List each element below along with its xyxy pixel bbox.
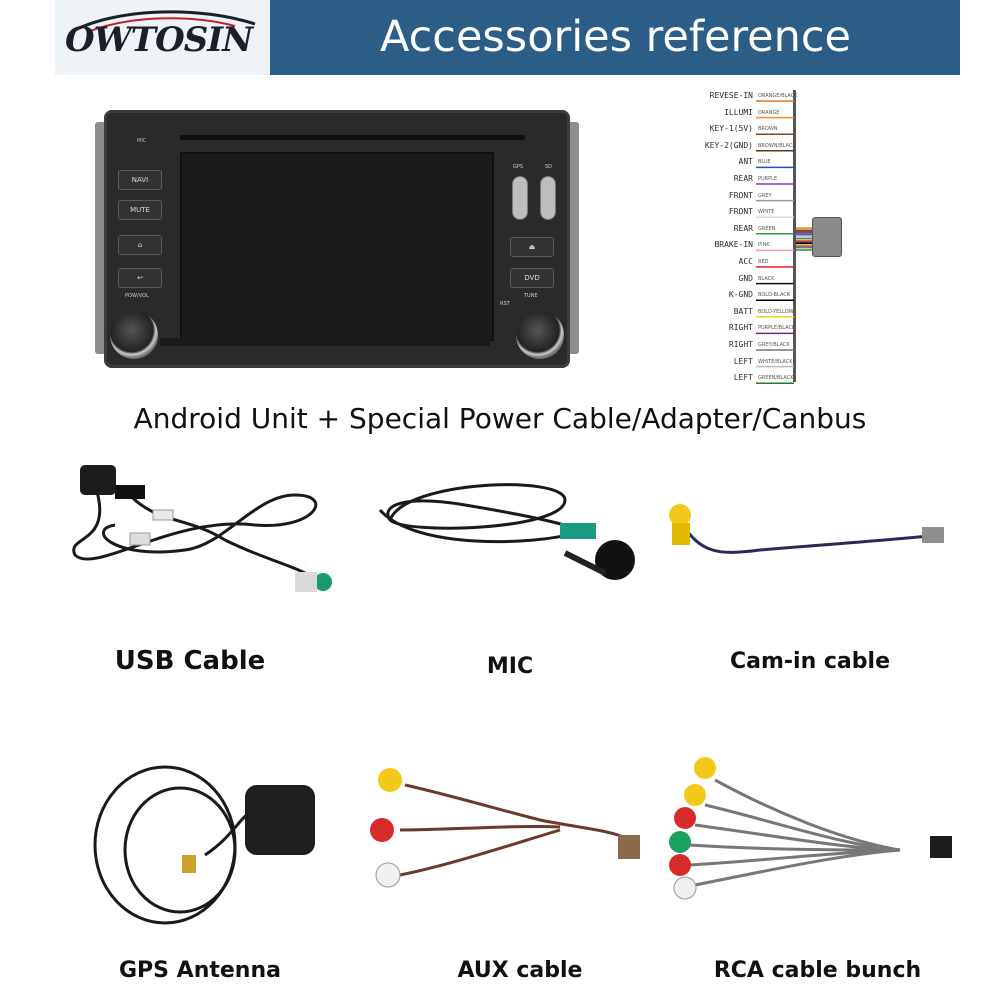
car-swoosh-icon — [74, 10, 256, 32]
wire-color-label: BLUE — [758, 159, 771, 166]
unit-bezel — [160, 338, 490, 346]
wire-color-label: PURPLE/BLACK — [758, 325, 796, 332]
wire-label: LEFT — [733, 373, 753, 383]
sd-port-label: SD — [545, 164, 553, 170]
wire-label: REAR — [733, 174, 753, 183]
tune-knob — [516, 311, 564, 359]
wire-color-label: ORANGE — [758, 109, 780, 116]
volume-knob — [110, 311, 158, 359]
mic-caption: MIC — [486, 654, 534, 679]
wire-color-label: GREY/BLACK — [758, 342, 790, 348]
wire-label: FRONT — [728, 207, 753, 217]
wire-color-label: BROWN — [758, 126, 778, 133]
sd-card-slot — [540, 176, 556, 220]
rca-cable-bunch-caption: RCA cable bunch — [713, 958, 922, 983]
wire-color-label: PINK — [758, 242, 770, 249]
rst-label: RST — [500, 301, 510, 307]
wire-color-label: BROWN/BLACK — [758, 142, 796, 149]
gps-antenna-image — [93, 765, 315, 925]
dvd-button: DVD — [510, 268, 554, 288]
wire-label: ANT — [738, 157, 753, 167]
wire-label: RIGHT — [728, 323, 753, 333]
mute-button: MUTE — [118, 200, 162, 220]
unit-screen — [180, 152, 494, 341]
wire-label: FRONT — [728, 190, 753, 200]
cam-in-caption: Cam-in cable — [729, 649, 890, 674]
brand-logo: OWTOSIN — [65, 20, 253, 60]
wire-color-label: GREEN/BLACK — [758, 375, 794, 382]
rca-cable-bunch-image — [669, 757, 952, 900]
aux-cable-image — [370, 768, 640, 888]
wire-label: BATT — [733, 306, 753, 316]
wire-color-label: BOLD-BLACK — [758, 292, 790, 299]
wire-color-label: ORANGE/BLACK — [758, 93, 798, 99]
wire-color-label: GREEN — [758, 225, 776, 232]
wire-label: RIGHT — [728, 340, 753, 349]
unit-caption: Android Unit + Special Power Cable/Adapt… — [133, 402, 867, 435]
wire-color-label: BLACK — [758, 275, 775, 282]
wire-label: REVESE-IN — [709, 91, 753, 100]
wire-color-label: BOLD-YELLOW — [758, 308, 794, 315]
unit-mic-label: MIC — [137, 138, 147, 144]
mic-image — [378, 483, 635, 580]
wire-color-label: WHITE/BLACK — [758, 358, 793, 365]
wire-label: KEY-1(5V) — [709, 124, 753, 134]
usb-cable-image — [72, 465, 332, 592]
disc-slot — [180, 135, 525, 140]
wire-label: KEY-2(GND) — [704, 140, 753, 150]
gps-antenna-caption: GPS Antenna — [119, 958, 281, 983]
wire-color-label: GREY — [758, 192, 772, 199]
usb-cable-caption: USB Cable — [114, 646, 266, 676]
aux-cable-caption: AUX cable — [457, 958, 583, 983]
home-button: ⌂ — [118, 235, 162, 255]
wire-label: K-GND — [728, 290, 753, 300]
wire-color-label: WHITE — [758, 209, 775, 216]
tune-label: TUNE — [524, 293, 538, 299]
wire-label: LEFT — [733, 356, 753, 366]
wire-lines — [756, 100, 814, 384]
harness-connector — [812, 217, 842, 257]
gps-port-label: GPS — [513, 164, 524, 170]
wire-color-label: PURPLE — [758, 176, 778, 182]
pow-vol-label: POW/VOL — [125, 293, 149, 299]
wiring-diagram — [756, 90, 814, 384]
wire-label: ACC — [738, 257, 753, 266]
wire-label: REAR — [733, 223, 753, 233]
wire-color-label: RED — [758, 259, 769, 265]
navi-button: NAVI — [118, 170, 162, 190]
wire-label: BRAKE-IN — [714, 240, 753, 250]
wire-label: ILLUMI — [724, 107, 753, 117]
gps-sd-slot — [512, 176, 528, 220]
eject-button: ⏏ — [510, 237, 554, 257]
back-button: ↩ — [118, 268, 162, 288]
page-title: Accessories reference — [380, 12, 851, 62]
wire-label: GND — [738, 273, 753, 283]
cam-in-cable-image — [669, 504, 944, 554]
